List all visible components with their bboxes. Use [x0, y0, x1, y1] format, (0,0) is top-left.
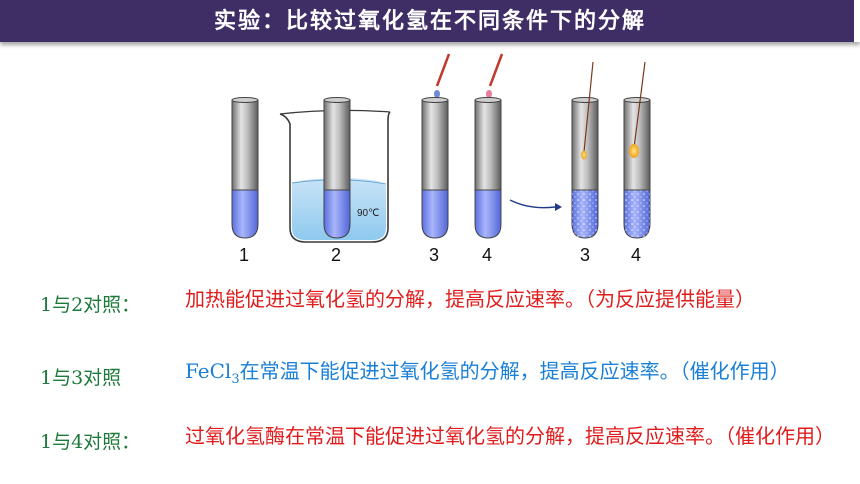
comparison-text-1-3-body: 在常温下能促进过氧化氢的分解，提高反应速率。（催化作用）	[239, 359, 790, 383]
test-tube-3	[421, 97, 449, 239]
test-tube-4	[474, 97, 502, 239]
test-tube-1	[231, 97, 259, 239]
test-tube-3-result	[571, 61, 599, 239]
tube-label-2: 2	[331, 245, 341, 265]
title-bar-edge	[854, 0, 860, 42]
page-title: 实验：比较过氧化氢在不同条件下的分解	[213, 8, 646, 34]
fecl-formula: FeCl	[185, 359, 232, 383]
fecl-subscript: 3	[231, 372, 240, 387]
comparison-label-1-2: 1与2对照：	[40, 294, 141, 316]
comparison-label-1-4: 1与4对照：	[40, 431, 141, 453]
comparison-text-1-2: 加热能促进过氧化氢的分解，提高反应速率。（为反应提供能量）	[185, 287, 755, 311]
tube-label-3: 3	[429, 245, 439, 265]
beaker-temperature: 90℃	[357, 208, 379, 219]
tube-label-4-result: 4	[631, 245, 641, 265]
test-tube-2	[323, 97, 351, 239]
dropper-4	[486, 53, 504, 98]
experiment-diagram: 90℃ 1	[231, 53, 651, 265]
comparison-text-1-3: FeCl3在常温下能促进过氧化氢的分解，提高反应速率。（催化作用）	[185, 356, 845, 395]
tube-label-1: 1	[239, 245, 249, 265]
tube-label-3-result: 3	[580, 245, 590, 265]
title-bar	[0, 0, 860, 42]
result-arrow	[509, 199, 562, 211]
comparison-label-1-3: 1与3对照	[40, 367, 122, 389]
comparison-text-1-4: 过氧化氢酶在常温下能促进过氧化氢的分解，提高反应速率。（催化作用）	[185, 424, 835, 448]
test-tube-4-result	[623, 61, 651, 239]
tube-label-4: 4	[482, 245, 492, 265]
dropper-3	[434, 53, 451, 98]
